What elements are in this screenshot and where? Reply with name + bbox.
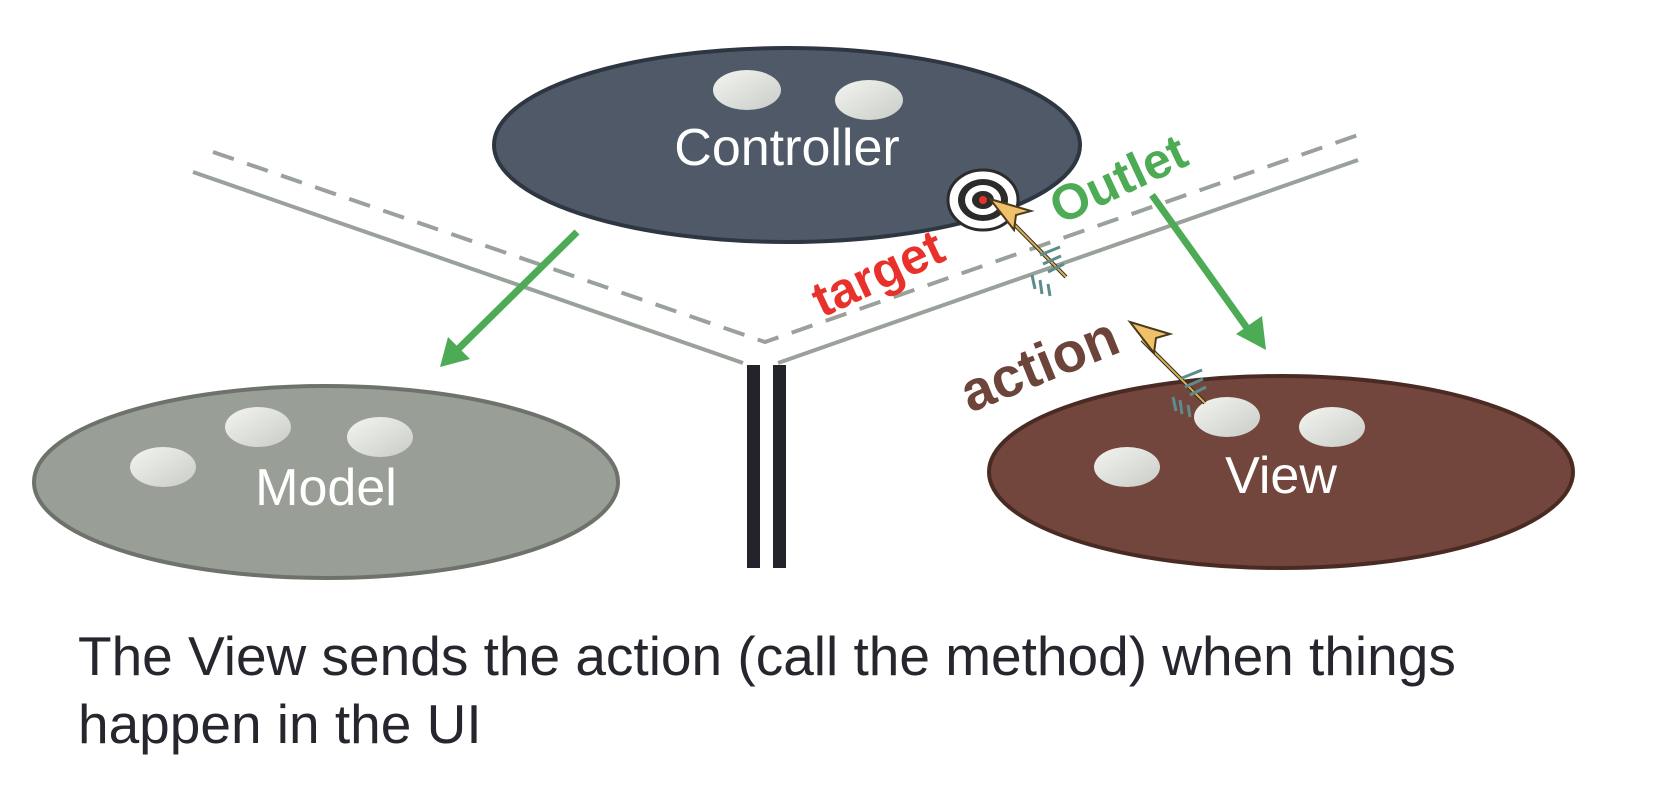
outlet-arrow bbox=[1149, 192, 1266, 350]
view-bubble bbox=[1299, 407, 1365, 447]
controller-node: Controller bbox=[492, 46, 1082, 244]
model-node: Model bbox=[32, 384, 620, 580]
controller-to-model-arrow bbox=[440, 229, 580, 367]
action-arrow-lower bbox=[1127, 320, 1207, 418]
caption-text: The View sends the action (call the meth… bbox=[78, 625, 1456, 755]
view-ellipse bbox=[987, 374, 1575, 570]
lane-lines bbox=[192, 133, 1359, 365]
view-bubble bbox=[1194, 397, 1260, 437]
controller-ellipse bbox=[492, 46, 1082, 244]
model-bubble bbox=[347, 417, 413, 457]
double-wall bbox=[747, 365, 786, 568]
model-bubble bbox=[130, 447, 196, 487]
target-bullseye-icon bbox=[946, 168, 1020, 232]
view-label: View bbox=[1225, 447, 1337, 505]
view-bubble bbox=[1094, 447, 1160, 487]
model-label: Model bbox=[255, 459, 397, 517]
model-ellipse bbox=[32, 384, 620, 580]
controller-label: Controller bbox=[674, 119, 899, 177]
motion-lines-icon bbox=[1030, 245, 1065, 297]
motion-lines-icon bbox=[1171, 368, 1207, 418]
view-node: View bbox=[987, 374, 1575, 570]
action-arrow-upper bbox=[987, 197, 1068, 297]
controller-bubble bbox=[835, 80, 903, 120]
controller-bubble bbox=[713, 70, 781, 110]
model-bubble bbox=[225, 407, 291, 447]
